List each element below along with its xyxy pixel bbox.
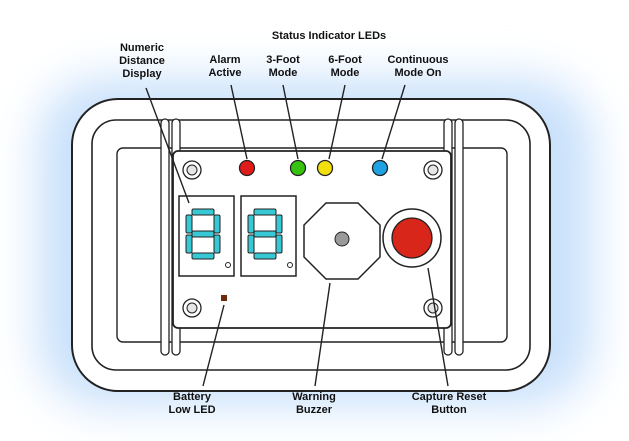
continuous-mode-label: Continuous Mode On [387, 54, 448, 80]
label-line: Low LED [168, 404, 216, 416]
leader-line [282, 84, 299, 160]
label-line: Mode On [394, 67, 442, 79]
label-line: Display [122, 68, 162, 80]
label-line: Active [208, 67, 242, 79]
label-line: Mode [330, 67, 360, 79]
digit-segment [213, 214, 221, 234]
decimal-point [225, 262, 231, 268]
label-line: 3-Foot [266, 54, 300, 66]
decimal-point [287, 262, 293, 268]
digit-segment [253, 230, 277, 238]
label-line: Battery [173, 391, 211, 403]
screw-icon [423, 298, 443, 318]
digit-segment [247, 214, 255, 234]
label-line: Numeric [119, 42, 165, 54]
screw-icon [182, 298, 202, 318]
six-foot-mode-led [316, 159, 334, 177]
three-foot-mode-led [289, 159, 307, 177]
six-foot-mode-label: 6-Foot Mode [328, 54, 362, 80]
label-line: Button [431, 404, 467, 416]
digit-segment [275, 214, 283, 234]
warning-buzzer-label: Warning Buzzer [292, 391, 336, 417]
leader-line [381, 84, 406, 160]
label-line: Alarm [209, 54, 241, 66]
digit-segment [247, 234, 255, 254]
label-line: Mode [268, 67, 298, 79]
digit-segment [191, 230, 215, 238]
digit-segment [185, 234, 193, 254]
leader-line [328, 84, 346, 160]
digit-segment [191, 252, 215, 260]
screw-icon [423, 160, 443, 180]
label-line: Warning [292, 391, 336, 403]
leader-line [314, 282, 331, 387]
leader-line [202, 304, 225, 387]
leader-lines [145, 84, 449, 387]
three-foot-mode-label: 3-Foot Mode [266, 54, 300, 80]
capture-reset-label: Capture Reset Button [412, 391, 487, 417]
alarm-active-led [238, 159, 256, 177]
label-line: Continuous [387, 54, 449, 66]
leader-line [427, 267, 449, 387]
battery-low-label: Battery Low LED [168, 391, 215, 417]
digit-segment [275, 234, 283, 254]
round-push-button-icon[interactable] [391, 217, 433, 259]
seven-segment-digits [185, 208, 283, 260]
strap-bar-left-a [160, 118, 170, 356]
leader-line [145, 87, 190, 204]
digit-segment [253, 252, 277, 260]
battery-low-led [221, 295, 227, 301]
digit-segment [253, 208, 277, 216]
digit-segment [185, 214, 193, 234]
label-line: Distance [119, 55, 165, 67]
buzzer-center [334, 231, 350, 247]
leader-line [230, 84, 248, 160]
label-line: 6-Foot [328, 54, 362, 66]
digit-segment [191, 208, 215, 216]
digit-segment [213, 234, 221, 254]
strap-bar-right-b [454, 118, 464, 356]
continuous-mode-led [371, 159, 389, 177]
label-line: Buzzer [295, 404, 333, 416]
status-leds-title: Status Indicator LEDs [271, 30, 387, 42]
numeric-display-label: Numeric Distance Display [119, 42, 165, 81]
alarm-active-label: Alarm Active [208, 54, 241, 80]
screw-icon [182, 160, 202, 180]
label-line: Capture Reset [411, 391, 487, 403]
